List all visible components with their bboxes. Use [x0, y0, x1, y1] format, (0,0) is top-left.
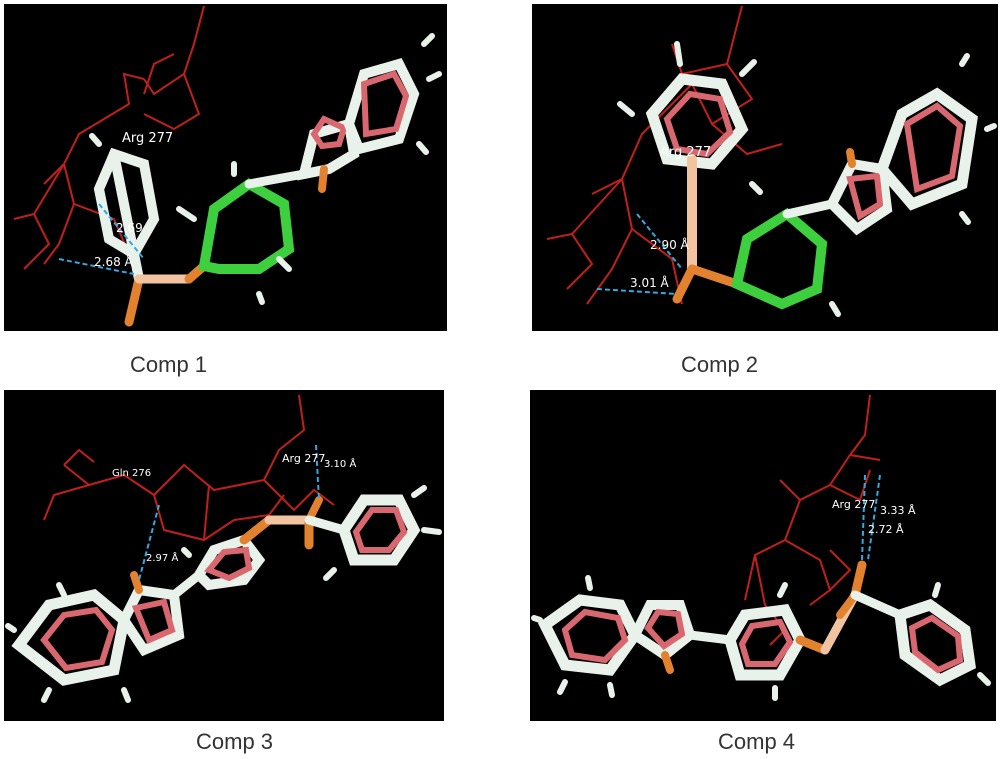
hydrogen-atoms [5, 485, 442, 703]
docking-pose-panel-comp2: Arg 277 2.90 Å 3.01 Å [532, 4, 998, 331]
ligand-sticks [537, 560, 977, 687]
distance-label: 3.01 Å [630, 275, 670, 290]
hydrogen-bonds [58, 203, 145, 275]
ligand-sticks [645, 73, 978, 310]
residue-label: Arg 277 [282, 452, 325, 465]
ligand-sticks [93, 58, 420, 327]
panel-caption: Comp 2 [681, 352, 759, 377]
molecule-render-comp2: Arg 277 2.90 Å 3.01 Å [546, 5, 997, 317]
distance-label: 2.72 Å [868, 523, 904, 536]
panel-caption: Comp 1 [130, 352, 208, 377]
hydrogen-bonds [596, 213, 683, 295]
residue-label: Arg 277 [660, 145, 711, 160]
distance-label: 2.90 Å [650, 237, 690, 252]
distance-label: 2.69 [116, 221, 143, 235]
hydrogen-atoms [531, 575, 991, 701]
hydrogen-atoms [89, 33, 442, 305]
protein-residue-wires [43, 394, 335, 542]
molecule-render-comp3: Gln 276 Arg 277 3.10 Å 2.97 Å [5, 394, 442, 703]
distance-label: 3.10 Å [324, 457, 356, 470]
hydrogen-bonds [861, 474, 881, 561]
distance-label: 2.97 Å [146, 551, 178, 564]
molecule-render-comp4: Arg 277 3.33 Å 2.72 Å [531, 394, 991, 701]
hydrogen-bonds [138, 444, 320, 581]
hydrogen-atoms [617, 41, 997, 317]
residue-label: Gln 276 [112, 468, 151, 479]
docking-pose-panel-comp3: Gln 276 Arg 277 3.10 Å 2.97 Å [4, 390, 444, 721]
docking-pose-panel-comp1: Arg 277 2.69 2.68 Å [4, 4, 447, 331]
residue-label: Arg 277 [832, 498, 875, 511]
panel-caption: Comp 4 [718, 729, 796, 754]
protein-residue-wires [13, 5, 205, 270]
residue-label: Arg 277 [122, 131, 173, 146]
protein-residue-wires [744, 394, 881, 646]
distance-label: 3.33 Å [880, 504, 916, 517]
ligand-sticks [11, 494, 421, 686]
molecule-render-comp1: Arg 277 2.69 2.68 Å [13, 5, 442, 327]
distance-label: 2.68 Å [94, 254, 134, 269]
docking-pose-panel-comp4: Arg 277 3.33 Å 2.72 Å [530, 390, 996, 721]
panel-caption: Comp 3 [196, 729, 274, 754]
